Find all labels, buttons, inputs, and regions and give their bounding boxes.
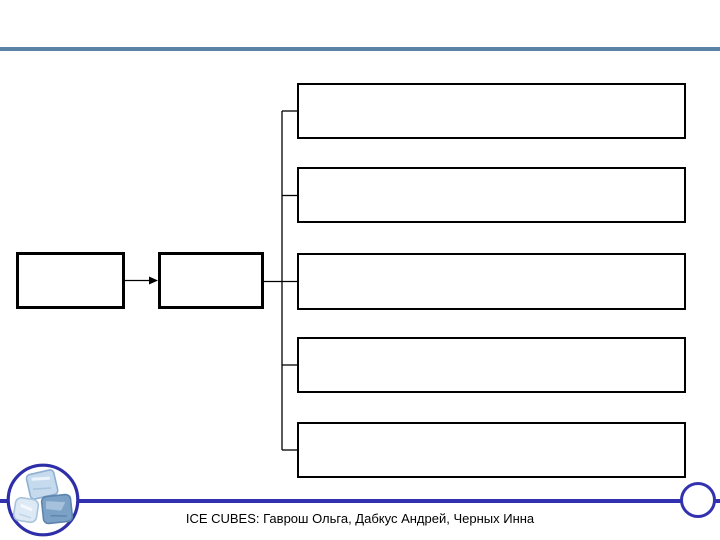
header-divider-line bbox=[0, 47, 720, 51]
ice-cube-left bbox=[12, 496, 40, 524]
flowchart-right-box-3 bbox=[297, 253, 686, 310]
ice-cube-right bbox=[40, 493, 74, 525]
arrowhead-icon bbox=[149, 276, 158, 285]
flowchart-right-box-4 bbox=[297, 337, 686, 393]
flowchart-left-box-2 bbox=[158, 252, 264, 309]
flowchart-right-box-1 bbox=[297, 83, 686, 139]
footer-credits: ICE CUBES: Гаврош Ольга, Дабкус Андрей, … bbox=[185, 511, 535, 526]
flowchart-right-box-2 bbox=[297, 167, 686, 223]
ice-cubes-logo bbox=[6, 463, 80, 537]
flowchart-left-box-1 bbox=[16, 252, 125, 309]
footer-divider-line bbox=[0, 499, 720, 503]
ice-cubes-logo-graphic bbox=[6, 463, 80, 537]
flowchart-right-box-5 bbox=[297, 422, 686, 478]
circle-end-cap-icon bbox=[680, 482, 716, 518]
